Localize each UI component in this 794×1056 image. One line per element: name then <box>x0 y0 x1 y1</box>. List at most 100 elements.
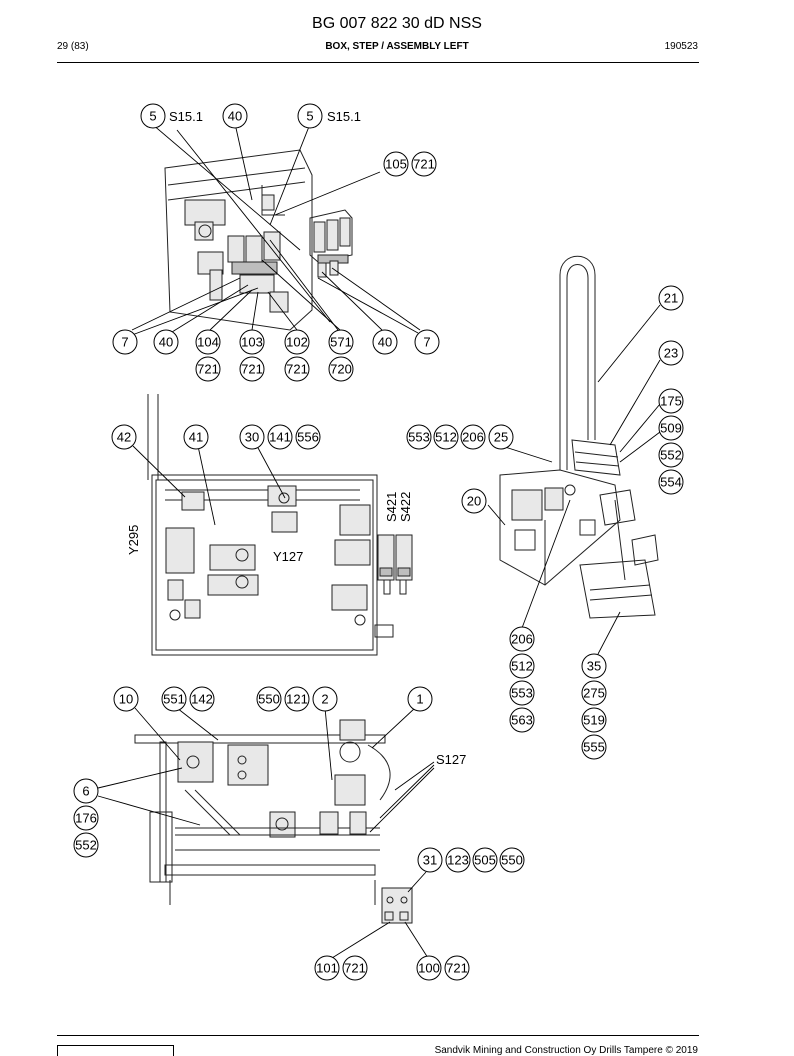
svg-text:571: 571 <box>330 335 352 350</box>
callout: 142 <box>189 686 215 712</box>
switch-label: S421 <box>384 492 399 522</box>
callout: 553 <box>406 424 432 450</box>
callout: 509 <box>658 415 684 441</box>
svg-text:721: 721 <box>344 961 366 976</box>
svg-text:555: 555 <box>583 740 605 755</box>
callout: 554 <box>658 469 684 495</box>
svg-text:30: 30 <box>245 430 259 445</box>
svg-text:6: 6 <box>82 784 89 799</box>
svg-text:509: 509 <box>660 421 682 436</box>
revision-date: 190523 <box>664 41 698 52</box>
svg-text:721: 721 <box>446 961 468 976</box>
svg-text:720: 720 <box>330 362 352 377</box>
svg-text:31: 31 <box>423 853 437 868</box>
svg-text:275: 275 <box>583 686 605 701</box>
company-logo <box>57 1045 174 1056</box>
top-view-callouts-upper: 5 40 5 105 721 <box>140 103 437 177</box>
svg-text:20: 20 <box>467 494 481 509</box>
callout: 6 <box>73 778 99 804</box>
callout: 721 <box>411 151 437 177</box>
svg-text:10: 10 <box>119 692 133 707</box>
callout: 206 <box>460 424 486 450</box>
callout: 556 <box>295 424 321 450</box>
svg-text:42: 42 <box>117 430 131 445</box>
svg-text:721: 721 <box>413 157 435 172</box>
svg-text:2: 2 <box>321 692 328 707</box>
svg-text:141: 141 <box>269 430 291 445</box>
callout: 105 <box>383 151 409 177</box>
switch-label: S127 <box>436 752 466 767</box>
callout: 30 <box>239 424 265 450</box>
iso-view-leaders <box>487 304 661 655</box>
svg-text:123: 123 <box>447 853 469 868</box>
svg-text:721: 721 <box>197 362 219 377</box>
top-view-assembly <box>164 149 353 331</box>
callout: 121 <box>284 686 310 712</box>
callout: 505 <box>472 847 498 873</box>
svg-text:563: 563 <box>511 713 533 728</box>
callout: 7 <box>112 329 138 355</box>
callout: 101 <box>314 955 340 981</box>
callout: 571 <box>328 329 354 355</box>
callout: 720 <box>328 356 354 382</box>
callout: 175 <box>658 388 684 414</box>
callout: 5 <box>297 103 323 129</box>
svg-text:551: 551 <box>163 692 185 707</box>
callout: 552 <box>73 832 99 858</box>
bottom-view-callouts: 10 551 142 550 121 2 1 6 176 552 31 123 … <box>73 686 525 981</box>
callout: 141 <box>267 424 293 450</box>
valve-label: Y295 <box>126 525 141 555</box>
svg-text:40: 40 <box>159 335 173 350</box>
svg-text:553: 553 <box>408 430 430 445</box>
svg-text:721: 721 <box>241 362 263 377</box>
svg-text:512: 512 <box>435 430 457 445</box>
callout: 176 <box>73 805 99 831</box>
svg-text:519: 519 <box>583 713 605 728</box>
svg-text:35: 35 <box>587 659 601 674</box>
callout: 40 <box>153 329 179 355</box>
footer-copyright: Sandvik Mining and Construction Oy Drill… <box>434 1045 698 1056</box>
callout: 552 <box>658 442 684 468</box>
callout: 10 <box>113 686 139 712</box>
svg-text:721: 721 <box>286 362 308 377</box>
callout: 519 <box>581 707 607 733</box>
callout: 42 <box>111 424 137 450</box>
callout: 512 <box>509 653 535 679</box>
svg-text:5: 5 <box>306 109 313 124</box>
svg-text:505: 505 <box>474 853 496 868</box>
callout: 721 <box>284 356 310 382</box>
callout: 40 <box>372 329 398 355</box>
callout: 1 <box>407 686 433 712</box>
top-view-leaders <box>131 123 421 336</box>
page-number: 29 (83) <box>57 41 89 52</box>
callout: 104 <box>195 329 221 355</box>
svg-text:104: 104 <box>197 335 219 350</box>
top-view-callouts-row1: 7 40 104 103 102 571 40 7 <box>112 329 440 355</box>
iso-view-callouts-right: 21 23 175 509 552 554 20 <box>461 285 684 514</box>
callout: 555 <box>581 734 607 760</box>
svg-text:206: 206 <box>511 632 533 647</box>
callout: 20 <box>461 488 487 514</box>
svg-text:176: 176 <box>75 811 97 826</box>
middle-view-callouts: 42 41 30 141 556 553 512 206 25 <box>111 424 514 450</box>
svg-text:556: 556 <box>297 430 319 445</box>
svg-text:1: 1 <box>416 692 423 707</box>
callout: 100 <box>416 955 442 981</box>
svg-text:175: 175 <box>660 394 682 409</box>
svg-text:552: 552 <box>660 448 682 463</box>
svg-text:206: 206 <box>462 430 484 445</box>
svg-text:103: 103 <box>241 335 263 350</box>
svg-text:105: 105 <box>385 157 407 172</box>
middle-view-assembly <box>147 394 413 656</box>
svg-text:550: 550 <box>501 853 523 868</box>
callout: 551 <box>161 686 187 712</box>
callout: 41 <box>183 424 209 450</box>
callout: 563 <box>509 707 535 733</box>
callout: 512 <box>433 424 459 450</box>
callout: 550 <box>256 686 282 712</box>
callout: 102 <box>284 329 310 355</box>
valve-label: Y127 <box>273 549 303 564</box>
middle-view-leaders <box>132 445 553 526</box>
svg-text:550: 550 <box>258 692 280 707</box>
